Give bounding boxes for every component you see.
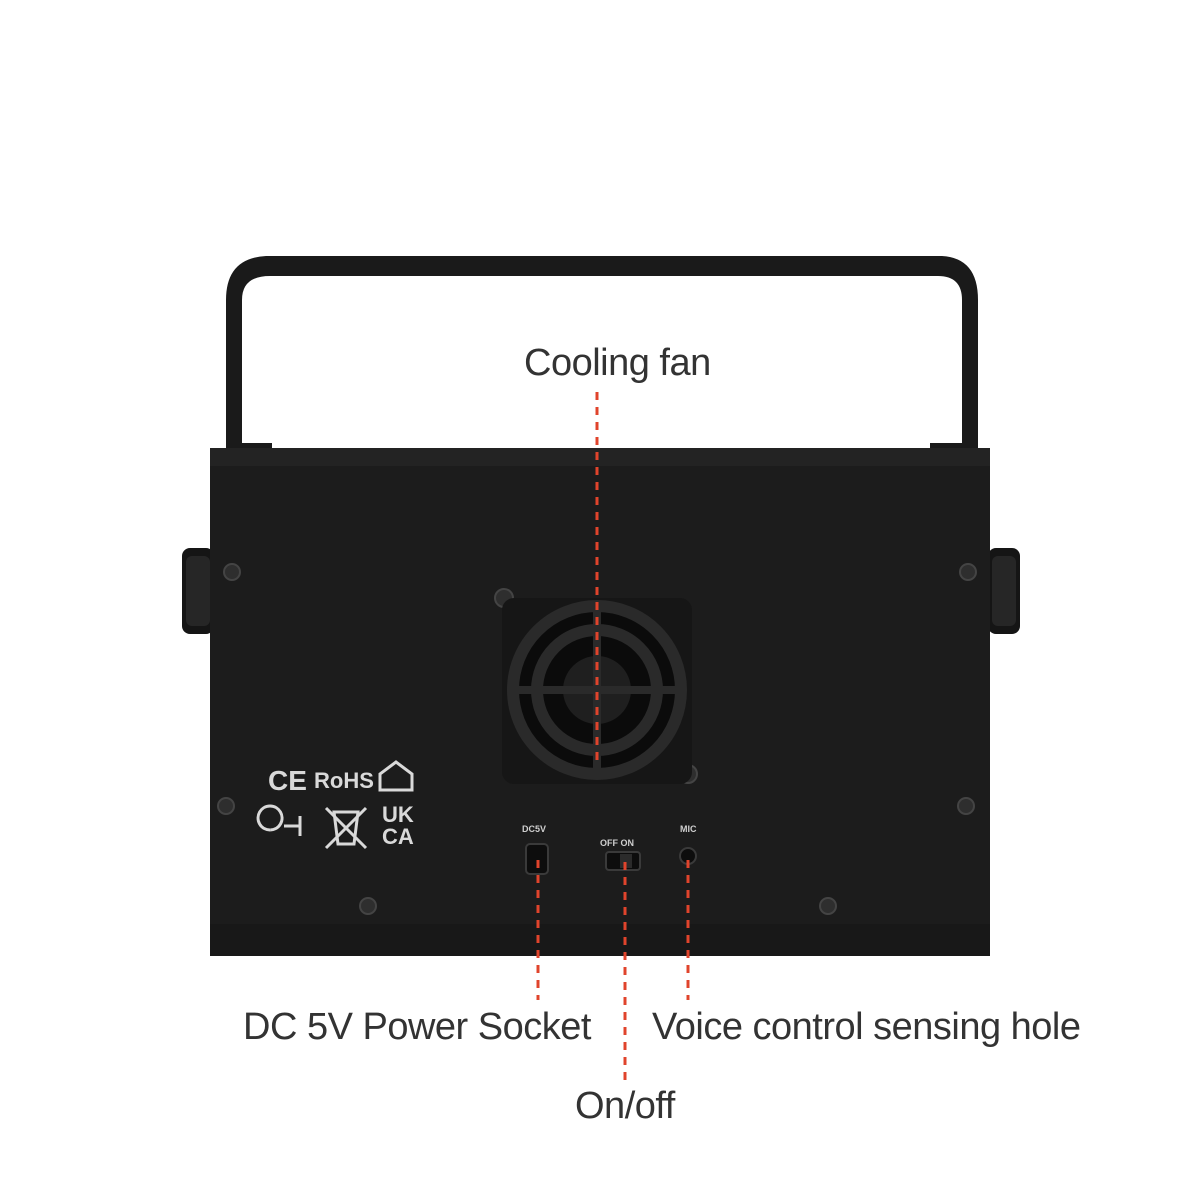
weee-bin-icon bbox=[324, 806, 368, 850]
dc-power-socket[interactable] bbox=[525, 843, 549, 875]
callout-voice-hole: Voice control sensing hole bbox=[652, 1006, 1081, 1048]
screw bbox=[359, 897, 377, 915]
dc-port-label: DC5V bbox=[522, 824, 546, 834]
cooling-fan-grille bbox=[502, 598, 692, 784]
ukca-mark-bottom: CA bbox=[382, 824, 414, 849]
screw bbox=[223, 563, 241, 581]
ce-mark: CE bbox=[268, 765, 307, 796]
mic-label: MIC bbox=[680, 824, 697, 834]
knob-right bbox=[988, 548, 1020, 634]
callout-power-socket: DC 5V Power Socket bbox=[243, 1006, 591, 1048]
screw bbox=[957, 797, 975, 815]
knob-left bbox=[182, 548, 214, 634]
screw bbox=[819, 897, 837, 915]
ukca-mark-top: UK bbox=[382, 802, 414, 827]
certification-marks: CE RoHS UK CA bbox=[256, 760, 414, 850]
screw bbox=[217, 797, 235, 815]
switch-label: OFF ON bbox=[600, 838, 634, 848]
screw bbox=[959, 563, 977, 581]
rohs-mark: RoHS bbox=[314, 768, 374, 793]
callout-cooling-fan: Cooling fan bbox=[524, 342, 711, 384]
class3-plug-icon bbox=[256, 804, 302, 836]
indoor-use-icon bbox=[378, 760, 414, 792]
callout-on-off: On/off bbox=[575, 1085, 675, 1127]
